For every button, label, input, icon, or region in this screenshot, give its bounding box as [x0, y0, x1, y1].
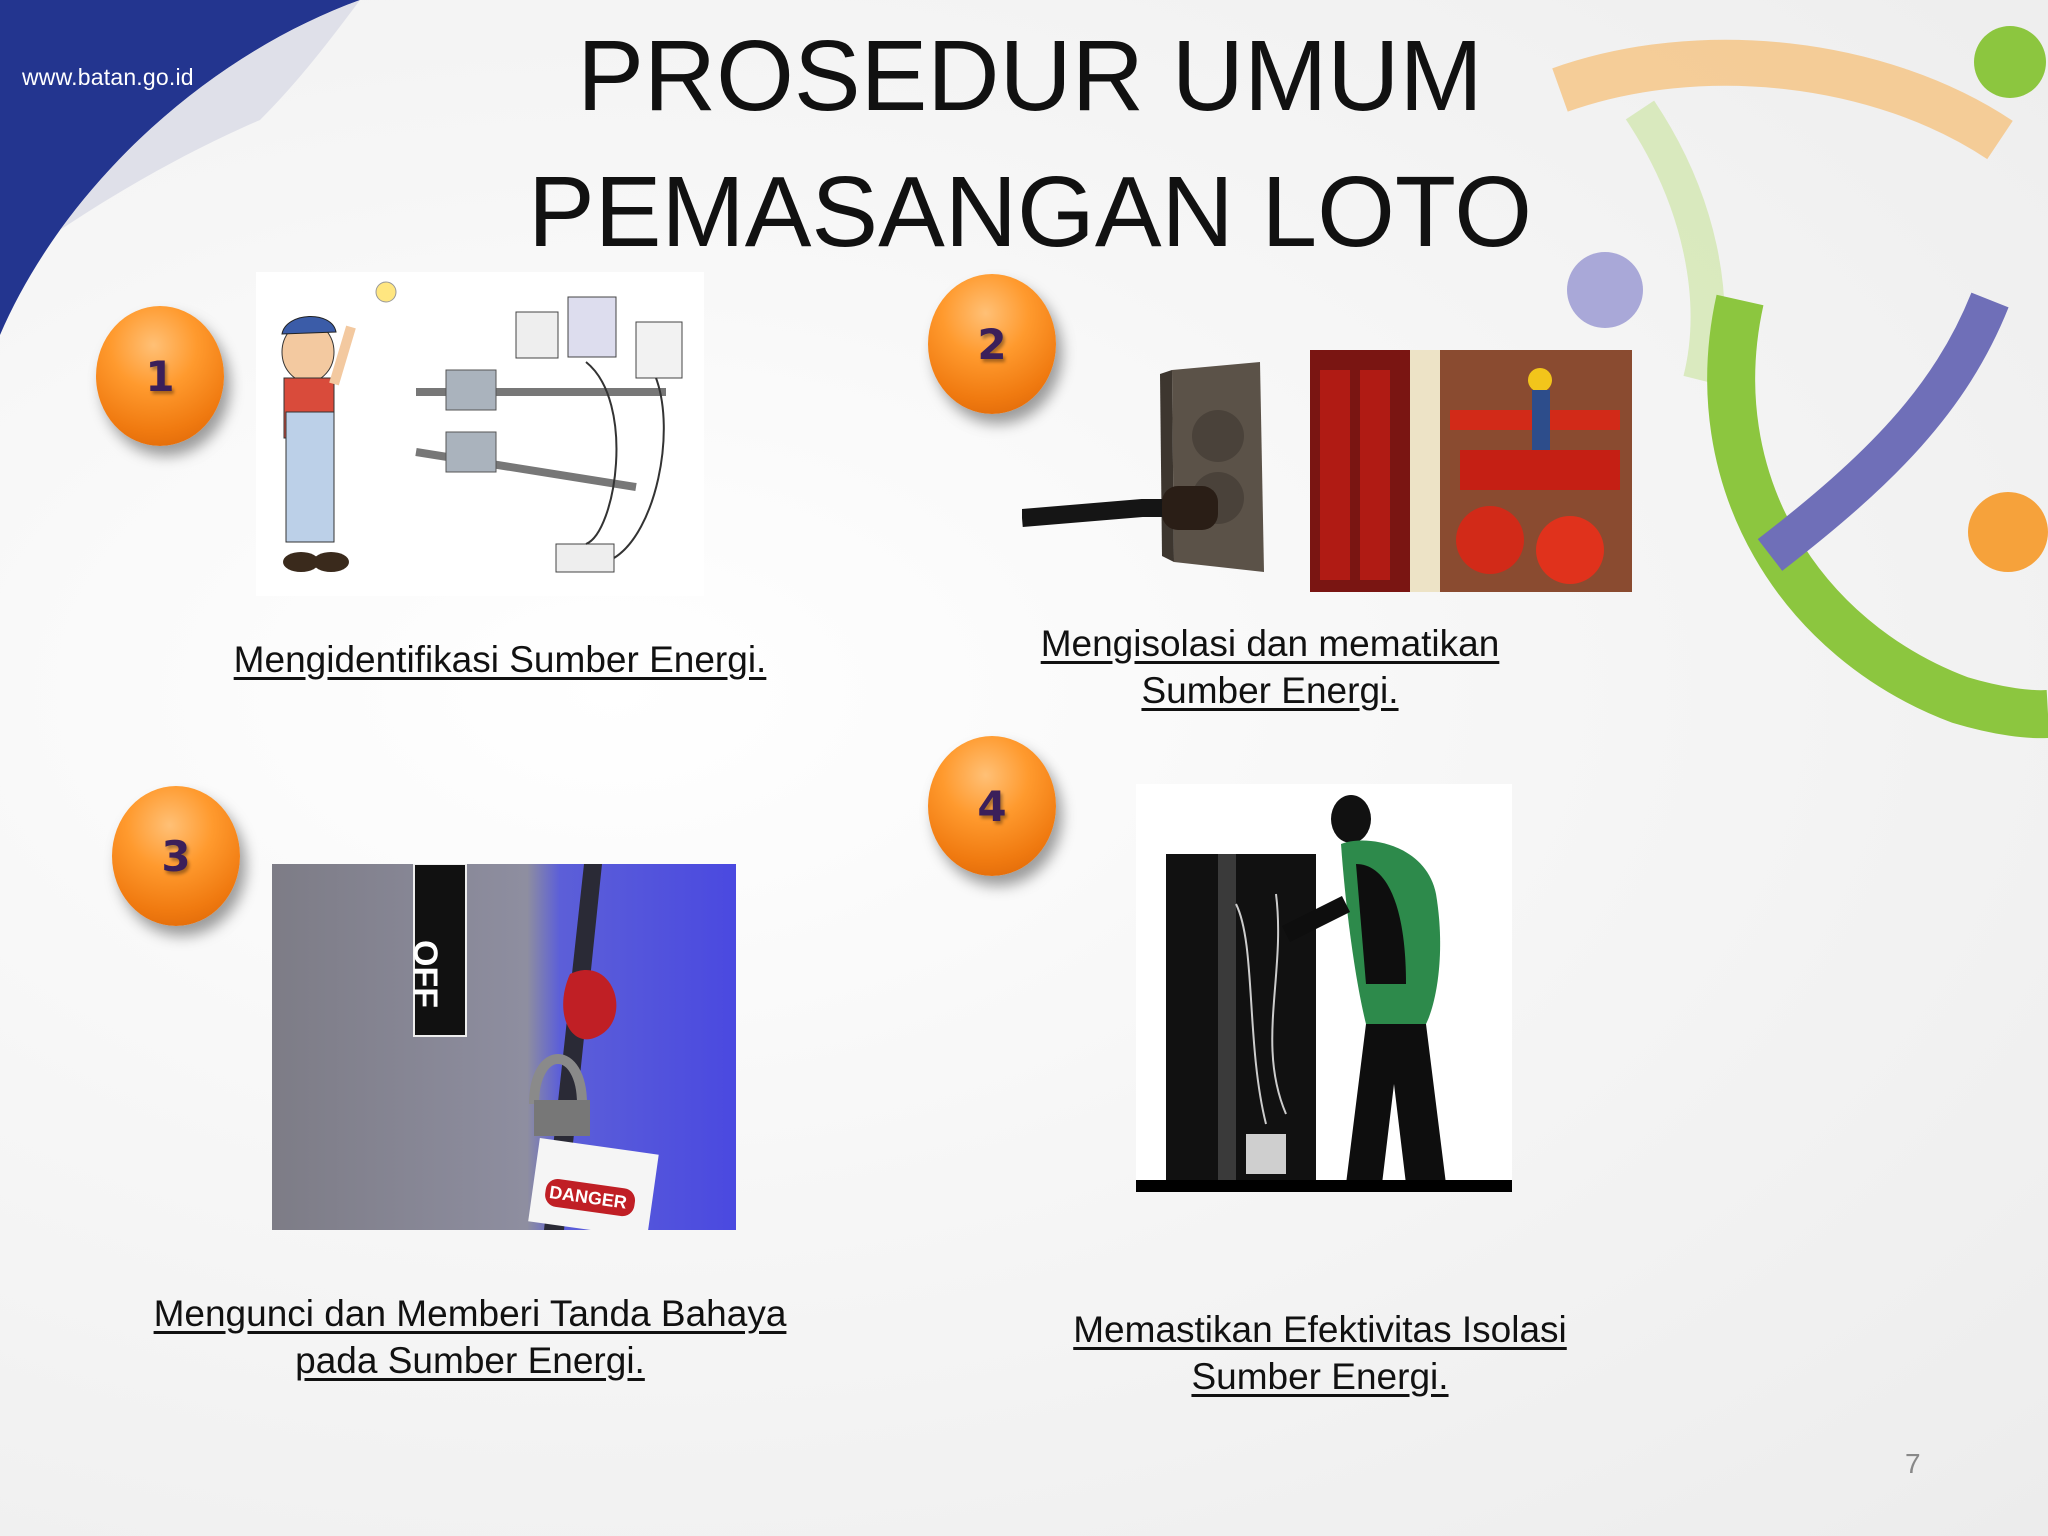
slide-title: PROSEDUR UMUM PEMASANGAN LOTO	[430, 8, 1630, 280]
step-4-badge: 4	[928, 736, 1056, 876]
step-4-caption: Memastikan Efektivitas Isolasi Sumber En…	[1040, 1306, 1600, 1400]
page-number: 7	[1905, 1448, 1921, 1479]
deco-purple-dot	[1567, 252, 1643, 328]
step-2-caption-line-2: Sumber Energi.	[1141, 670, 1399, 711]
title-line-2: PEMASANGAN LOTO	[528, 156, 1532, 268]
step-1-badge: 1	[96, 306, 224, 446]
step-1-caption-text: Mengidentifikasi Sumber Energi.	[233, 639, 767, 680]
step-2-caption: Mengisolasi dan mematikan Sumber Energi.	[990, 620, 1550, 714]
step-4-number: 4	[977, 781, 1007, 831]
step-2-pump-room-image	[1310, 350, 1632, 592]
step-3-lockout-image: OFF DANGER	[272, 864, 736, 1230]
step-3-caption-line-2: pada Sumber Energi.	[295, 1340, 645, 1381]
deco-purple-arc	[1757, 292, 2009, 571]
step-4-caption-line-2: Sumber Energi.	[1191, 1356, 1449, 1397]
step-2-badge: 2	[928, 274, 1056, 414]
step-1-image	[256, 272, 704, 596]
step-1-number: 1	[145, 351, 175, 401]
step-3-caption-line-1: Mengunci dan Memberi Tanda Bahaya	[153, 1293, 787, 1334]
corner-blue-swoosh	[0, 0, 360, 335]
step-2-plug-image	[1022, 358, 1268, 576]
step-4-caption-line-1: Memastikan Efektivitas Isolasi	[1073, 1309, 1567, 1350]
title-line-1: PROSEDUR UMUM	[577, 20, 1483, 132]
off-label: OFF	[406, 940, 444, 1008]
deco-orange-arc	[1552, 39, 2013, 160]
step-2-number: 2	[977, 319, 1007, 369]
deco-orange-dot	[1968, 492, 2048, 572]
step-1-caption: Mengidentifikasi Sumber Energi.	[160, 636, 840, 683]
step-4-verification-image	[1136, 784, 1512, 1192]
website-url: www.batan.go.id	[22, 64, 194, 90]
deco-green-arc-upper	[1625, 100, 1725, 385]
step-3-badge: 3	[112, 786, 240, 926]
step-3-number: 3	[161, 831, 191, 881]
step-3-caption: Mengunci dan Memberi Tanda Bahaya pada S…	[120, 1290, 820, 1384]
corner-page-curl	[60, 0, 360, 230]
step-2-caption-line-1: Mengisolasi dan mematikan	[1040, 623, 1500, 664]
deco-green-arc	[1707, 294, 2048, 739]
deco-green-dot	[1974, 26, 2046, 98]
